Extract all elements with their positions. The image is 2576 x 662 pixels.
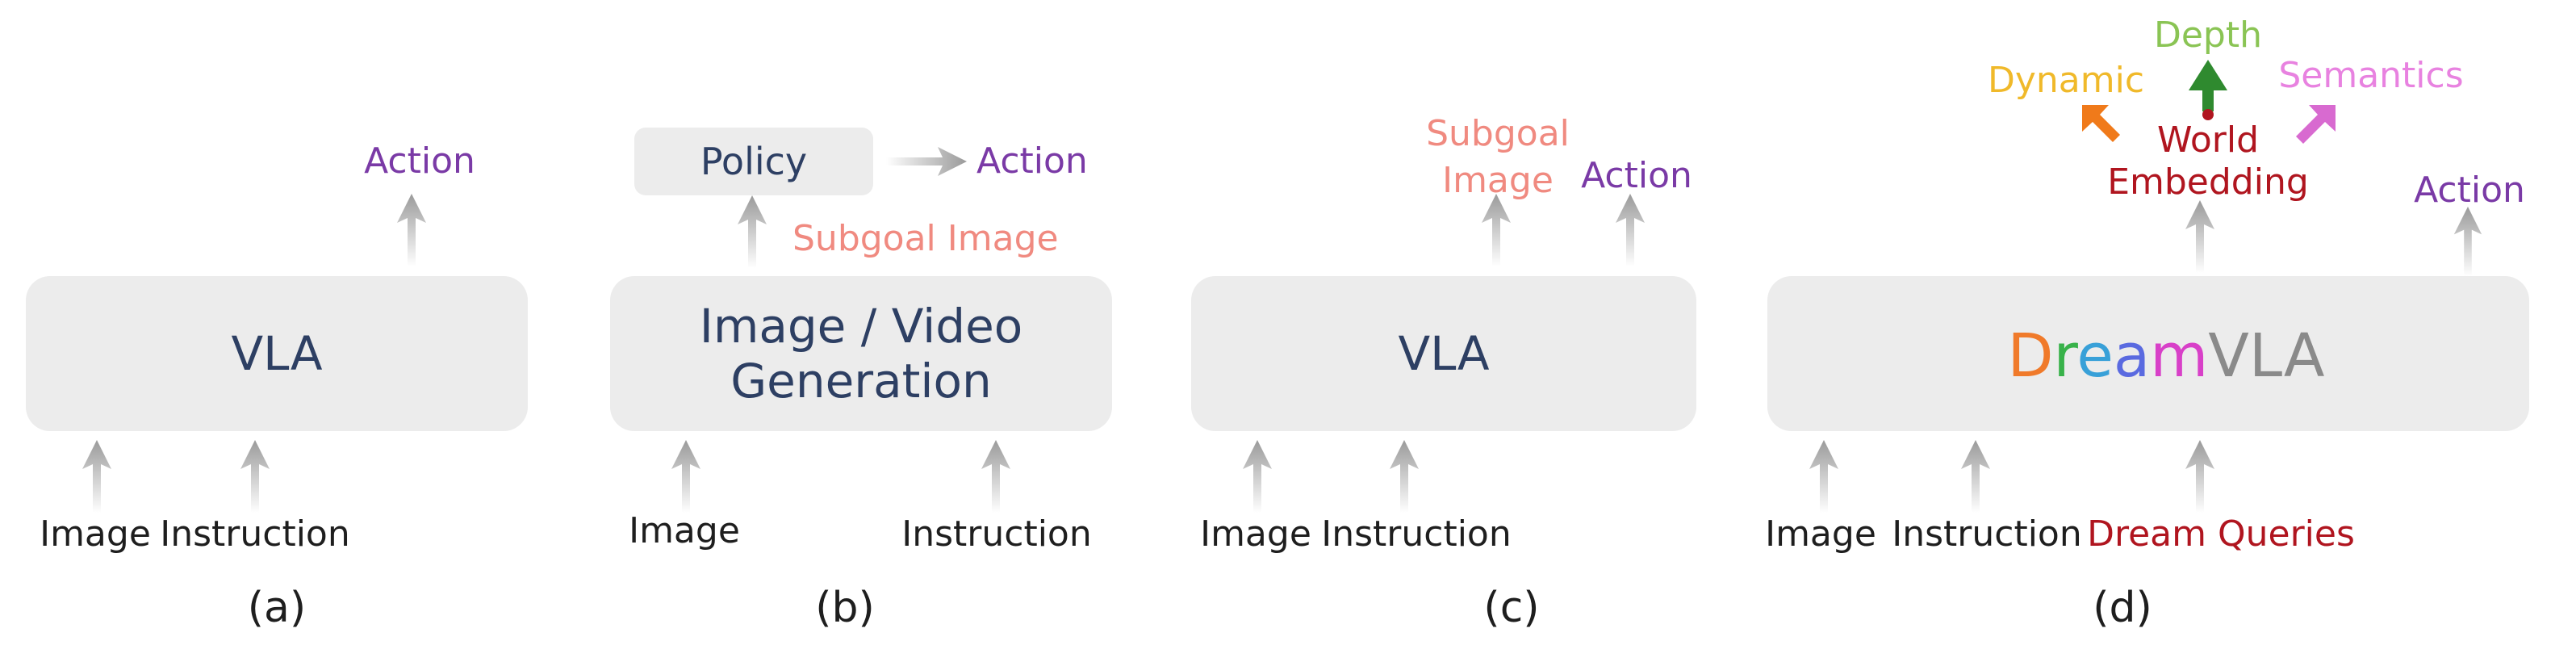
image-input-arrow: [1809, 440, 1838, 513]
box-label-line2: Generation: [730, 354, 992, 409]
policy-action-arrow: [886, 147, 967, 176]
panel-caption: (a): [248, 584, 306, 632]
depth-label: Depth: [2154, 15, 2262, 56]
action-output-label: Action: [364, 140, 475, 182]
instruction-input-label: Instruction: [1321, 513, 1512, 555]
instruction-input-arrow: [1390, 440, 1419, 513]
instruction-input-label: Instruction: [901, 513, 1092, 555]
dream-queries-input-label: Dream Queries: [2087, 513, 2355, 555]
semantics-arrow: [2296, 105, 2336, 144]
image-input-label: Image: [1200, 513, 1311, 555]
action-output-label: Action: [976, 140, 1088, 182]
subgoal-image-label: Subgoal Image: [792, 218, 1059, 259]
dream-queries-input-arrow: [2185, 440, 2214, 513]
image-input-label: Image: [629, 510, 740, 551]
policy-label: Policy: [700, 140, 807, 183]
world-embedding-label-line2: Embedding: [2107, 161, 2309, 203]
panel-caption: (d): [2093, 584, 2152, 632]
instruction-input-arrow: [240, 440, 270, 513]
logo-letter-r: r: [2054, 321, 2079, 391]
dreamvla-logo: DreamVLA: [2008, 321, 2325, 391]
subgoal-output-label-line1: Subgoal: [1426, 113, 1570, 154]
action-output-arrow: [1616, 194, 1645, 266]
vla-box: [26, 276, 528, 431]
instruction-input-label: Instruction: [1892, 513, 2082, 555]
depth-arrow: [2189, 60, 2227, 120]
logo-letter-e: e: [2076, 321, 2114, 391]
logo-letter-a: a: [2114, 321, 2150, 391]
vla-box: [1191, 276, 1696, 431]
dynamic-label: Dynamic: [1988, 60, 2144, 101]
logo-letter-d: D: [2008, 321, 2054, 391]
policy-box: [634, 128, 873, 195]
dreamvla-box: [1767, 276, 2529, 431]
box-label: VLA: [1399, 326, 1490, 381]
panel-c: VLA Image Instruction Subgoal Image Acti…: [1191, 113, 1696, 632]
logo-suffix-vla: VLA: [2208, 321, 2325, 391]
world-embedding-arrow: [2185, 200, 2214, 273]
image-input-arrow: [671, 440, 700, 513]
box-label-line1: Image / Video: [700, 299, 1023, 354]
image-input-arrow: [82, 440, 111, 513]
panel-a: VLA Image Instruction Action (a): [26, 140, 528, 632]
action-output-label: Action: [2414, 170, 2525, 211]
world-embedding-label-line1: World: [2157, 119, 2259, 161]
dynamic-arrow: [2082, 105, 2120, 142]
action-output-arrow: [2453, 207, 2482, 276]
instruction-input-label: Instruction: [160, 513, 350, 555]
subgoal-output-arrow: [1482, 194, 1511, 266]
panel-b: Image / Video Generation Image Instructi…: [610, 128, 1112, 632]
logo-letter-m: m: [2150, 321, 2208, 391]
semantics-label: Semantics: [2278, 55, 2463, 96]
action-output-label: Action: [1581, 155, 1692, 196]
box-label: VLA: [232, 326, 323, 381]
subgoal-output-label-line2: Image: [1442, 160, 1554, 201]
image-input-arrow: [1243, 440, 1272, 513]
panel-caption: (c): [1483, 584, 1539, 632]
image-input-label: Image: [1765, 513, 1876, 555]
instruction-input-arrow: [1961, 440, 1990, 513]
instruction-input-arrow: [981, 440, 1010, 513]
subgoal-arrow: [738, 195, 767, 268]
image-input-label: Image: [40, 513, 151, 555]
generation-box: [610, 276, 1112, 431]
action-output-arrow: [397, 194, 426, 266]
panel-d: DreamVLA Image Instruction Dream Queries…: [1765, 15, 2529, 632]
panel-caption: (b): [815, 584, 875, 632]
